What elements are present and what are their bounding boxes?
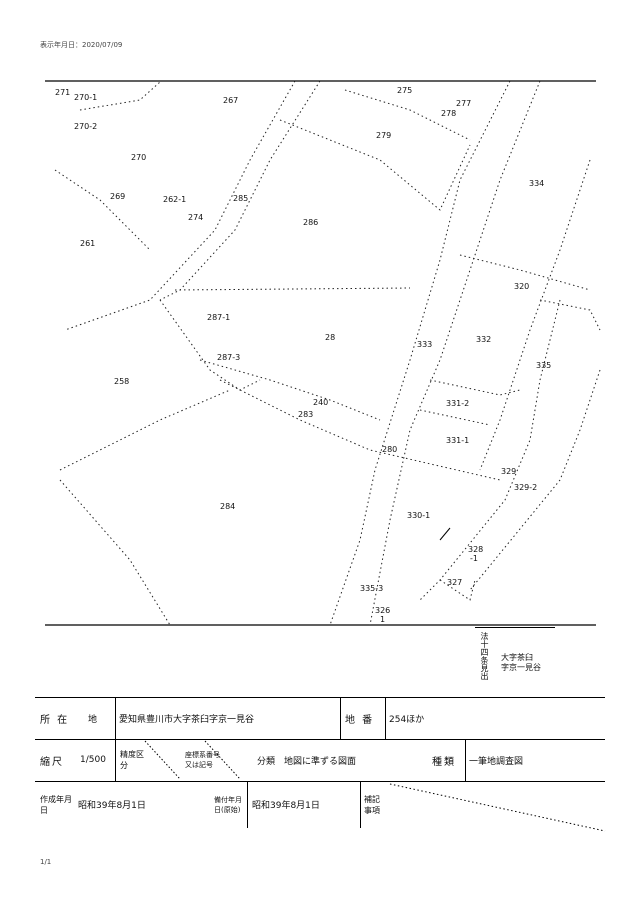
scale-value: 1/500 <box>80 755 106 765</box>
parcel-label: 326 <box>375 606 390 615</box>
parcel-label: 274 <box>188 213 203 222</box>
parcel-label: 287-1 <box>207 313 230 322</box>
location-sub-label: 地 <box>88 714 98 725</box>
created-value: 昭和39年8月1日 <box>78 801 146 811</box>
parcel-label: 334 <box>529 179 544 188</box>
parcel-label: 258 <box>114 377 129 386</box>
location-value: 愛知県豊川市大字茶臼字京一見谷 <box>119 714 255 725</box>
notes-label: 補記事項 <box>364 794 380 815</box>
parcel-label: 270-2 <box>74 122 97 131</box>
parcel-label: 329 <box>501 467 516 476</box>
parcel-label: 329-2 <box>514 483 537 492</box>
output-date: 表示年月日：2020/07/09 <box>40 41 123 49</box>
parcel-label: 271 <box>55 88 70 97</box>
legend-vertical-label: 法十四条見出 <box>480 632 489 680</box>
kept-value: 昭和39年8月1日 <box>252 801 320 811</box>
lot-value: 254ほか <box>389 714 425 725</box>
parcel-label: 287-3 <box>217 353 240 362</box>
parcel-label: 284 <box>220 502 235 511</box>
parcel-label: 330-1 <box>407 511 430 520</box>
coordinate-system-label: 座標系番号又は記号 <box>185 751 220 769</box>
leader-line <box>439 527 451 541</box>
lot-label: 地 番 <box>345 714 375 726</box>
legend-line-1: 大字茶臼 <box>501 653 533 662</box>
legend-box: 法十四条見出 大字茶臼 字京一見谷 <box>475 627 555 696</box>
cadastral-map: 271 270-1 270-2 270 269 262-1 274 285 26… <box>45 80 601 626</box>
parcel-label: 275 <box>397 86 412 95</box>
location-label: 所 在 <box>40 714 70 726</box>
parcel-label: 331-1 <box>446 436 469 445</box>
parcel-label: 327 <box>447 578 462 587</box>
parcel-labels: 271 270-1 270-2 270 269 262-1 274 285 26… <box>55 86 551 624</box>
parcel-boundaries <box>54 80 601 626</box>
parcel-label: 277 <box>456 99 471 108</box>
type-value: 一筆地調査図 <box>469 756 524 767</box>
parcel-label: 28 <box>325 333 335 342</box>
parcel-label: 328 <box>468 545 483 554</box>
parcel-label: 267 <box>223 96 238 105</box>
page-number: 1/1 <box>40 858 52 866</box>
parcel-label: 261 <box>80 239 95 248</box>
parcel-label: 1 <box>380 615 385 624</box>
parcel-label: 262-1 <box>163 195 186 204</box>
parcel-label: 335-3 <box>360 584 383 593</box>
parcel-label: 283 <box>298 410 313 419</box>
parcel-label: 280 <box>382 445 397 454</box>
parcel-label: 279 <box>376 131 391 140</box>
scale-label: 縮尺 <box>40 756 64 768</box>
parcel-label: 335 <box>536 361 551 370</box>
parcel-label: 332 <box>476 335 491 344</box>
parcel-label: -1 <box>470 554 478 563</box>
created-label: 作成年月日 <box>40 794 72 815</box>
parcel-label: 320 <box>514 282 529 291</box>
precision-label: 精度区分 <box>120 750 144 770</box>
classification-value: 分類 地図に準ずる図面 <box>257 756 357 767</box>
table-diagonals <box>144 740 606 832</box>
parcel-label: 278 <box>441 109 456 118</box>
parcel-label: 270 <box>131 153 146 162</box>
kept-label: 備付年月日(原始) <box>214 795 242 814</box>
parcel-label: 285 <box>233 194 248 203</box>
type-label: 種類 <box>432 756 456 768</box>
parcel-label: 286 <box>303 218 318 227</box>
parcel-label: 331-2 <box>446 399 469 408</box>
legend-line-2: 字京一見谷 <box>501 663 541 672</box>
parcel-label: 270-1 <box>74 93 97 102</box>
parcel-label: 269 <box>110 192 125 201</box>
parcel-label: 240 <box>313 398 328 407</box>
parcel-label: 333 <box>417 340 432 349</box>
